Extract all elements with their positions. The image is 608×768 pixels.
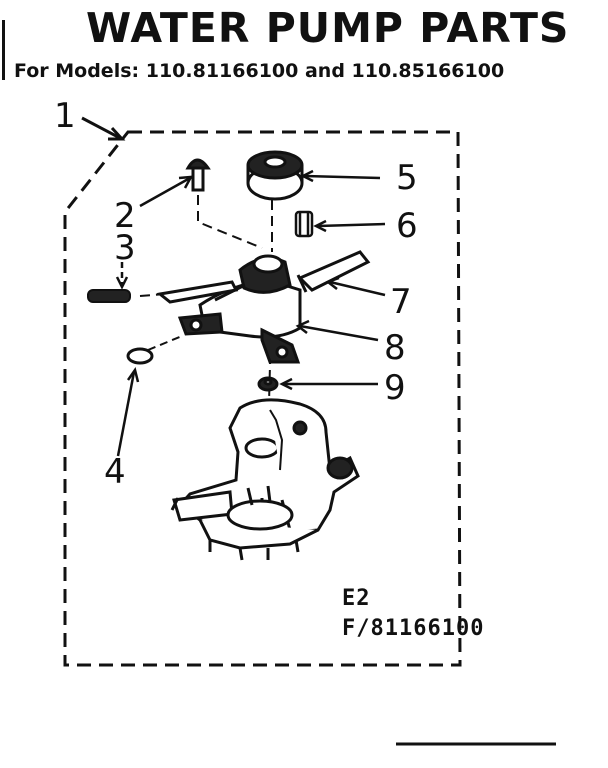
- callout-6-label: 6: [396, 206, 418, 246]
- part-6-bushing: [294, 210, 314, 238]
- figure-code: F/81166100: [342, 616, 485, 641]
- callout-5-label: 5: [396, 158, 418, 198]
- callout-2-arrow: [139, 176, 191, 208]
- callout-9-label: 9: [384, 368, 406, 408]
- pump-housing: [170, 398, 360, 561]
- left-margin-bar: [2, 20, 5, 80]
- models-subtitle: For Models: 110.81166100 and 110.8516610…: [14, 60, 505, 82]
- callout-8-arrow: [299, 324, 379, 342]
- callout-1-arrow: [81, 116, 121, 140]
- assembly-boundary: [63, 130, 462, 667]
- callout-1-label: 1: [54, 96, 76, 136]
- page-title: WATER PUMP PARTS: [86, 4, 570, 52]
- part-5-cap: [246, 150, 304, 201]
- callout-4-arrow: [116, 371, 136, 457]
- callout-1-arrowhead: [108, 126, 126, 141]
- callout-8-label: 8: [384, 328, 406, 368]
- part-2-screw: [185, 158, 211, 192]
- part-7-lever: [296, 250, 371, 293]
- callout-5-arrow: [304, 174, 381, 180]
- part-8-impeller: [156, 254, 302, 364]
- callout-6-arrow: [317, 222, 386, 228]
- part-3-pin: [87, 289, 131, 303]
- part-4-ring: [126, 347, 154, 365]
- part-9-nut: [257, 376, 279, 392]
- section-code: E2: [342, 586, 371, 611]
- callout-7-label: 7: [390, 282, 412, 322]
- callout-4-label: 4: [104, 452, 126, 492]
- callout-7-arrow: [329, 280, 386, 297]
- callout-2-label: 2: [114, 196, 136, 236]
- callout-3-label: 3: [114, 228, 136, 268]
